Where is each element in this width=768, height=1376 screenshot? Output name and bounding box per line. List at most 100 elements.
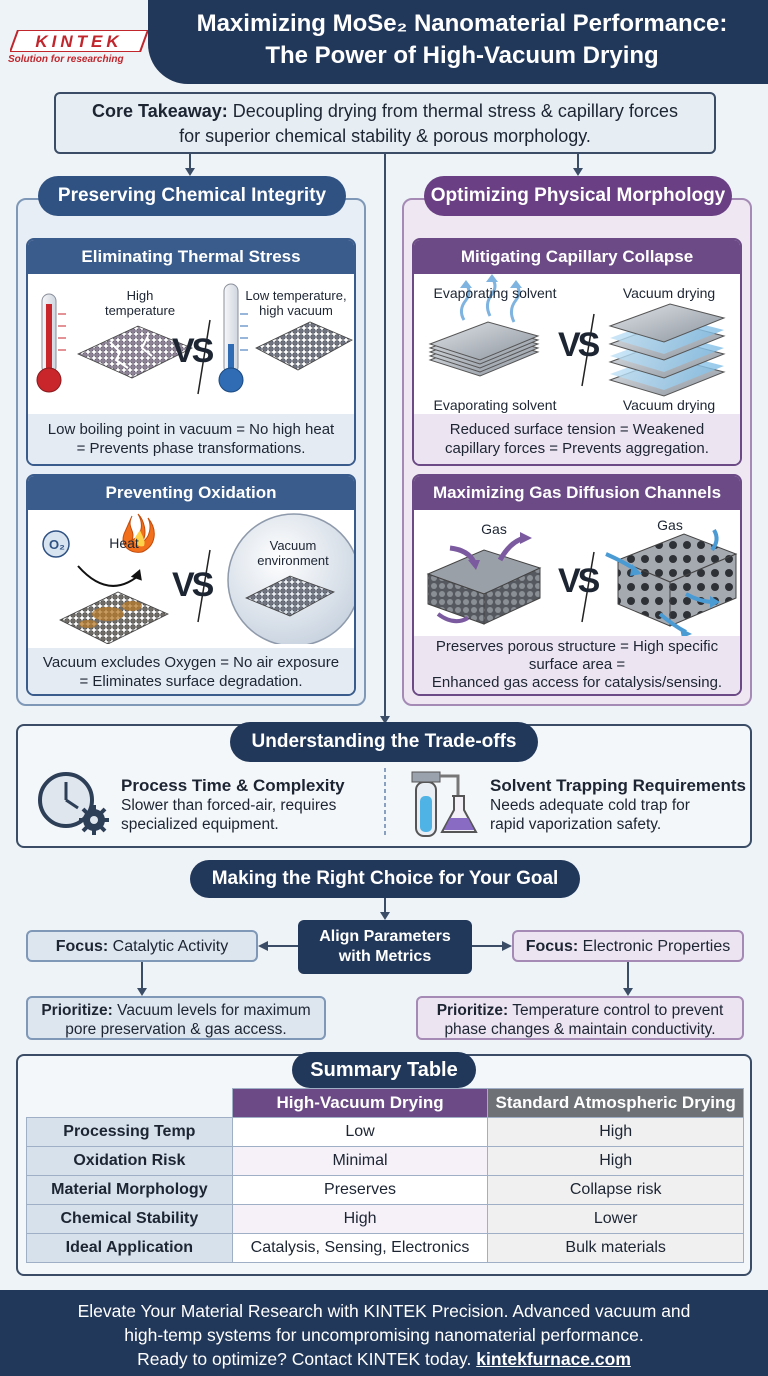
thermal-stress-card: Eliminating Thermal Stress High temperat… [26, 238, 356, 466]
clock-gear-icon [38, 772, 109, 835]
cell-standard: High [487, 1117, 744, 1147]
process-time-text: Slower than forced-air, requires special… [121, 796, 381, 834]
align-line-2: with Metrics [338, 948, 432, 965]
thermal-illustration [36, 283, 353, 395]
row-label: Chemical Stability [26, 1204, 233, 1234]
focus-catalytic-text: Catalytic Activity [112, 938, 229, 955]
summary-title: Summary Table [292, 1052, 476, 1088]
vs-label: VS [558, 326, 600, 364]
table-row: Ideal Application Catalysis, Sensing, El… [26, 1233, 744, 1263]
vs-label: VS [172, 566, 214, 604]
footer-line-3: Ready to optimize? Contact KINTEK today. [137, 1349, 472, 1369]
footer-line-1: Elevate Your Material Research with KINT… [77, 1301, 691, 1321]
col-standard-atmospheric: Standard Atmospheric Drying [487, 1088, 744, 1118]
focus-label: Focus: [55, 938, 109, 955]
prioritize-right-1: Temperature control to prevent [512, 1002, 724, 1019]
table-header-row: High-Vacuum Drying Standard Atmospheric … [27, 1088, 744, 1118]
vacuum-environment-label: Vacuum environment [257, 538, 329, 568]
prioritize-left-2: pore preservation & gas access. [65, 1021, 287, 1038]
prioritize-vacuum: Prioritize: Vacuum levels for maximum po… [26, 996, 326, 1040]
thermal-caption-2: = Prevents phase transformations. [76, 440, 306, 457]
prioritize-right-2: phase changes & maintain conductivity. [444, 1021, 716, 1038]
table-corner [27, 1089, 233, 1118]
col-high-vacuum: High-Vacuum Drying [231, 1088, 489, 1118]
capillary-caption-2: capillary forces = Prevents aggregation. [445, 440, 709, 457]
align-line-1: Align Parameters [319, 928, 451, 945]
oxidation-title: Preventing Oxidation [28, 476, 354, 510]
align-parameters-box: Align Parameters with Metrics [298, 920, 472, 974]
oxidation-caption-1: Vacuum excludes Oxygen = No air exposure [42, 654, 340, 671]
capillary-caption: Reduced surface tension = Weakened capil… [414, 414, 740, 464]
gas-caption-2: surface area = [528, 656, 626, 673]
footer-banner: Elevate Your Material Research with KINT… [0, 1290, 768, 1376]
page-title: Maximizing MoSe₂ Nanomaterial Performanc… [160, 8, 764, 72]
process-time-title: Process Time & Complexity [121, 776, 345, 795]
tradeoffs-title: Understanding the Trade-offs [230, 722, 538, 762]
gas-diffusion-caption: Preserves porous structure = High specif… [414, 636, 740, 694]
o2-label: O₂ [49, 537, 65, 552]
gas-diffusion-card: Maximizing Gas Diffusion Channels Gas Ga… [412, 474, 742, 696]
row-label: Material Morphology [26, 1175, 233, 1205]
footer-link[interactable]: kintekfurnace.com [476, 1349, 631, 1369]
logo-tagline: Solution for researching [8, 54, 124, 65]
core-text-1: Decoupling drying from thermal stress & … [232, 101, 678, 121]
capillary-collapse-title: Mitigating Capillary Collapse [414, 240, 740, 274]
process-time-text-2: specialized equipment. [121, 816, 279, 833]
gas-diffusion-title: Maximizing Gas Diffusion Channels [414, 476, 740, 510]
cell-high-vacuum: Preserves [231, 1175, 489, 1205]
gas-caption-3: Enhanced gas access for catalysis/sensin… [431, 674, 723, 691]
vacuum-drying-label-top: Vacuum drying [622, 285, 716, 301]
gas-caption-1: Preserves porous structure = High specif… [435, 638, 719, 655]
capillary-collapse-card: Mitigating Capillary Collapse Evaporatin… [412, 238, 742, 466]
prioritize-temperature: Prioritize: Temperature control to preve… [416, 996, 744, 1040]
title-line-2: The Power of High-Vacuum Drying [265, 42, 659, 69]
solvent-trapping-text-1: Needs adequate cold trap for [490, 797, 690, 814]
oxidation-caption-2: = Eliminates surface degradation. [79, 673, 303, 690]
summary-table: High-Vacuum Drying Standard Atmospheric … [26, 1088, 744, 1263]
focus-electronic: Focus: Electronic Properties [512, 930, 744, 962]
process-time-text-1: Slower than forced-air, requires [121, 797, 337, 814]
title-band [148, 0, 768, 84]
table-row: Oxidation Risk Minimal High [26, 1146, 744, 1176]
table-row: Processing Temp Low High [26, 1117, 744, 1147]
heat-label: Heat [109, 535, 139, 551]
gas-label-left: Gas [481, 521, 507, 537]
cell-standard: Bulk materials [487, 1233, 744, 1263]
vs-label: VS [172, 332, 214, 370]
cell-high-vacuum: High [231, 1204, 489, 1234]
cell-high-vacuum: Catalysis, Sensing, Electronics [231, 1233, 489, 1263]
core-takeaway: Core Takeaway: Decoupling drying from th… [54, 92, 716, 154]
capillary-illustration [428, 274, 726, 397]
high-temp-label: High temperature [104, 288, 176, 318]
vs-label: VS [558, 562, 600, 600]
kintek-logo: KINTEK [10, 30, 148, 52]
gas-illustration [426, 528, 738, 638]
prioritize-label: Prioritize: [41, 1002, 113, 1019]
oxidation-caption: Vacuum excludes Oxygen = No air exposure… [28, 648, 354, 694]
chemical-integrity-title: Preserving Chemical Integrity [38, 176, 346, 216]
focus-electronic-text: Electronic Properties [582, 938, 731, 955]
cell-high-vacuum: Low [231, 1117, 489, 1147]
focus-label: Focus: [525, 938, 579, 955]
low-temp-label: Low temperature, high vacuum [245, 288, 347, 318]
tradeoff-divider [384, 768, 386, 838]
solvent-trapping-text-2: rapid vaporization safety. [490, 816, 662, 833]
row-label: Oxidation Risk [26, 1146, 233, 1176]
prioritize-label: Prioritize: [436, 1002, 509, 1019]
title-line-1: Maximizing MoSe₂ Nanomaterial Performanc… [196, 10, 728, 37]
row-label: Ideal Application [26, 1233, 233, 1263]
evaporating-solvent-label-bottom: Evaporating solvent [433, 397, 557, 413]
cell-standard: Lower [487, 1204, 744, 1234]
prioritize-left-1: Vacuum levels for maximum [117, 1002, 311, 1019]
footer-line-2: high-temp systems for uncompromising nan… [124, 1325, 644, 1345]
row-label: Processing Temp [26, 1117, 233, 1147]
thermal-stress-title: Eliminating Thermal Stress [28, 240, 354, 274]
vacuum-drying-label-bottom: Vacuum drying [622, 397, 716, 413]
core-text-2: for superior chemical stability & porous… [179, 126, 591, 146]
focus-catalytic: Focus: Catalytic Activity [26, 930, 258, 962]
thermal-caption-1: Low boiling point in vacuum = No high he… [47, 421, 335, 438]
solvent-trapping-title: Solvent Trapping Requirements [490, 776, 746, 795]
table-row: Material Morphology Preserves Collapse r… [26, 1175, 744, 1205]
choice-title: Making the Right Choice for Your Goal [190, 860, 580, 898]
cell-standard: High [487, 1146, 744, 1176]
